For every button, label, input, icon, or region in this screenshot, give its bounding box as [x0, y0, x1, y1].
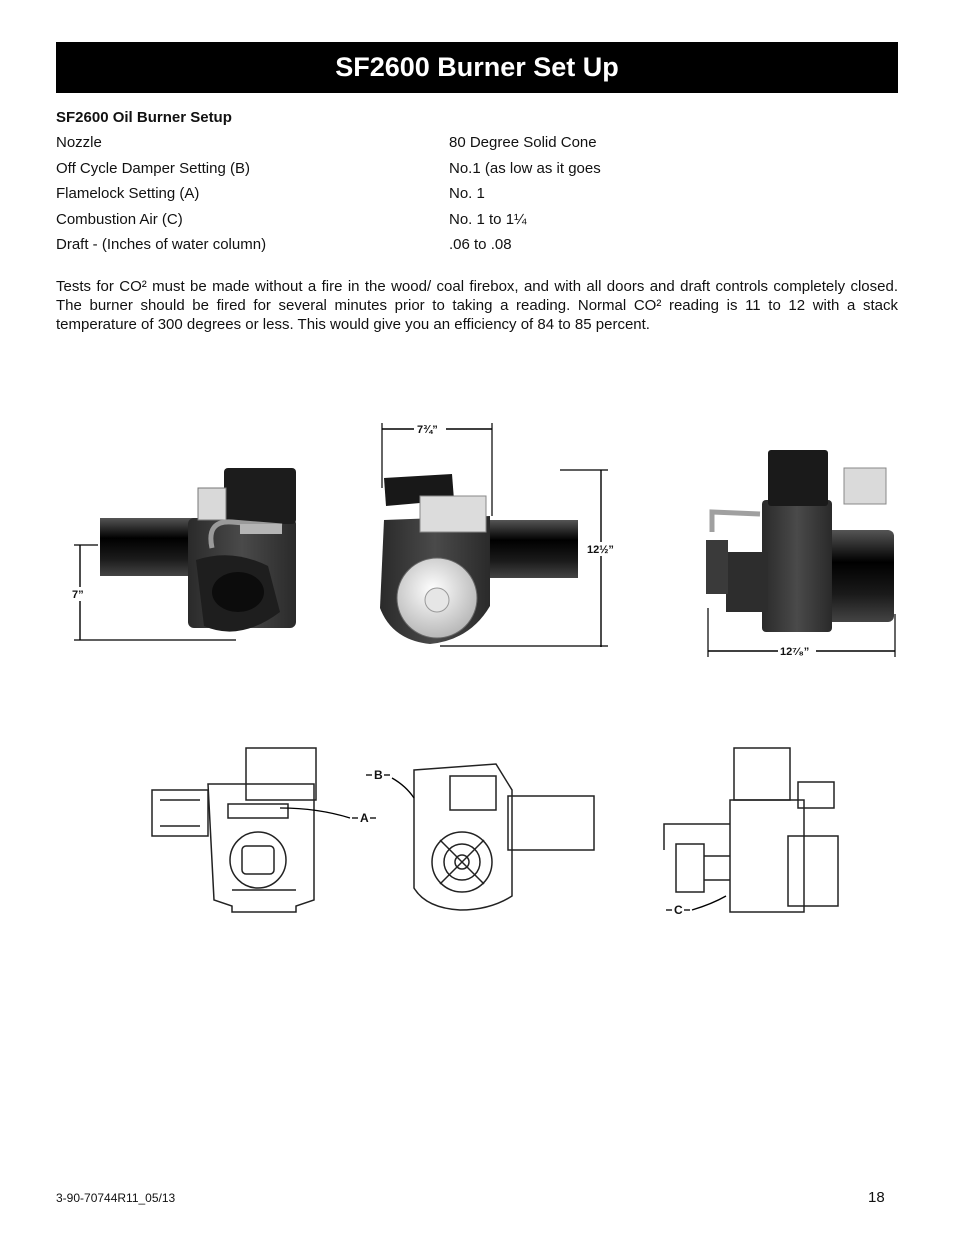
burner-photo-front-view — [380, 474, 578, 644]
callout-a: A — [279, 807, 376, 825]
setting-value: No. 1 to 1¼ — [449, 210, 527, 228]
burner-photo-left-view — [100, 468, 296, 632]
callout-c: C — [666, 895, 727, 917]
line-drawing-rear-view — [663, 747, 839, 913]
callout-label-a: A — [360, 811, 369, 825]
co2-test-paragraph: Tests for CO² must be made without a fir… — [56, 278, 898, 333]
setting-label: Nozzle — [56, 134, 102, 151]
setting-value: No. 1 — [449, 185, 485, 203]
setting-value: 80 Degree Solid Cone — [449, 134, 597, 151]
burner-photo-right-view — [706, 450, 894, 632]
page-title-bar: SF2600 Burner Set Up — [56, 42, 898, 93]
dimension-label-12-7-8: 12⁷⁄₈” — [780, 646, 809, 658]
document-code: 3-90-70744R11_05/13 — [56, 1191, 176, 1205]
setting-label: Combustion Air (C) — [56, 210, 183, 228]
setting-label: Flamelock Setting (A) — [56, 185, 200, 203]
dimension-width-right: 12⁷⁄₈” — [707, 608, 896, 658]
callout-b: B — [366, 768, 415, 799]
dimension-label-7: 7” — [72, 589, 84, 601]
line-drawing-side-view — [151, 747, 317, 913]
settings-row-flamelock: Flamelock Setting (A) No. 1 — [56, 185, 898, 211]
settings-row-nozzle: Nozzle 80 Degree Solid Cone — [56, 134, 898, 160]
dimension-label-7-3-4: 7¾” — [417, 424, 438, 436]
callout-label-c: C — [674, 903, 683, 917]
setting-label: Off Cycle Damper Setting (B) — [56, 159, 250, 177]
dimension-width-top: 7¾” — [381, 422, 493, 516]
setting-value: No.1 (as low as it goes — [449, 159, 601, 177]
dimension-height-center: 12½” — [440, 469, 620, 647]
settings-row-draft: Draft - (Inches of water column) .06 to … — [56, 236, 898, 262]
page-number: 18 — [868, 1189, 885, 1206]
line-drawing-front-view — [413, 763, 595, 911]
setting-label: Draft - (Inches of water column) — [56, 236, 267, 254]
callout-label-b: B — [374, 768, 383, 782]
setting-value: .06 to .08 — [449, 236, 512, 254]
setup-heading: SF2600 Oil Burner Setup — [56, 109, 232, 126]
settings-table: Nozzle 80 Degree Solid Cone Off Cycle Da… — [56, 134, 898, 262]
settings-row-damper: Off Cycle Damper Setting (B) No.1 (as lo… — [56, 160, 898, 186]
settings-row-combustion-air: Combustion Air (C) No. 1 to 1¼ — [56, 211, 898, 237]
dimension-height-left: 7” — [70, 544, 236, 641]
dimension-label-12-1-2: 12½” — [587, 544, 614, 556]
page-title: SF2600 Burner Set Up — [335, 52, 619, 82]
